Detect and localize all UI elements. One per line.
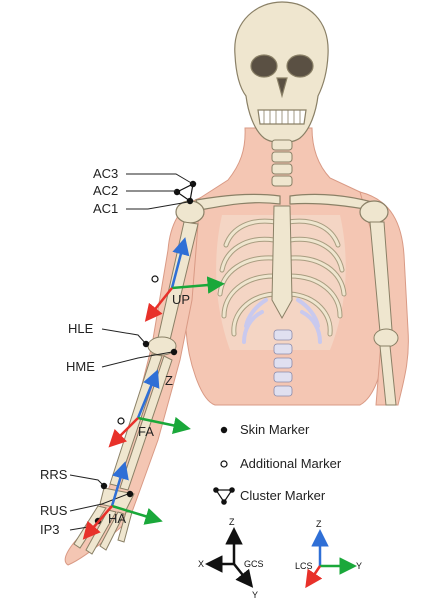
marker-hme	[171, 349, 177, 355]
label-rus: RUS	[40, 504, 67, 517]
lcs-z-label: Z	[316, 519, 322, 529]
rib-cage	[216, 206, 346, 350]
legend-skin-marker-label: Skin Marker	[240, 423, 309, 436]
label-ac1: AC1	[93, 202, 118, 215]
left-arm-bones	[74, 222, 198, 554]
skull	[235, 2, 328, 143]
marker-additional-up	[152, 276, 158, 282]
label-hle: HLE	[68, 322, 93, 335]
gcs-z-label: Z	[229, 517, 235, 527]
marker-additional-fa	[118, 418, 124, 424]
gcs-name: GCS	[244, 559, 264, 569]
lumbar-spine	[274, 330, 292, 396]
legend-additional-marker-dot	[221, 461, 227, 467]
label-z: Z	[165, 374, 173, 387]
label-ip3: IP3	[40, 523, 60, 536]
marker-rus	[127, 491, 133, 497]
lcs-frame	[308, 534, 352, 584]
label-ac3: AC3	[93, 167, 118, 180]
label-ha: HA	[108, 512, 126, 525]
marker-ac2	[174, 189, 180, 195]
label-ac2: AC2	[93, 184, 118, 197]
gcs-x-label: X	[198, 559, 204, 569]
label-rrs: RRS	[40, 468, 67, 481]
label-up: UP	[172, 293, 190, 306]
legend-cluster-marker-icon	[213, 487, 235, 505]
label-hme: HME	[66, 360, 95, 373]
legend-cluster-marker-label: Cluster Marker	[240, 489, 325, 502]
marker-ac1	[187, 198, 193, 204]
legend-additional-marker-label: Additional Marker	[240, 457, 341, 470]
marker-hle	[143, 341, 149, 347]
marker-rrs	[101, 483, 107, 489]
legend-skin-marker-dot	[221, 427, 227, 433]
lcs-y-label: Y	[356, 561, 362, 571]
label-fa: FA	[138, 425, 154, 438]
gcs-y-label: Y	[252, 590, 258, 599]
legend-symbols	[213, 427, 235, 505]
gcs-frame	[210, 532, 250, 584]
lcs-name: LCS	[295, 561, 313, 571]
cluster-marker-shoulder	[174, 181, 196, 204]
